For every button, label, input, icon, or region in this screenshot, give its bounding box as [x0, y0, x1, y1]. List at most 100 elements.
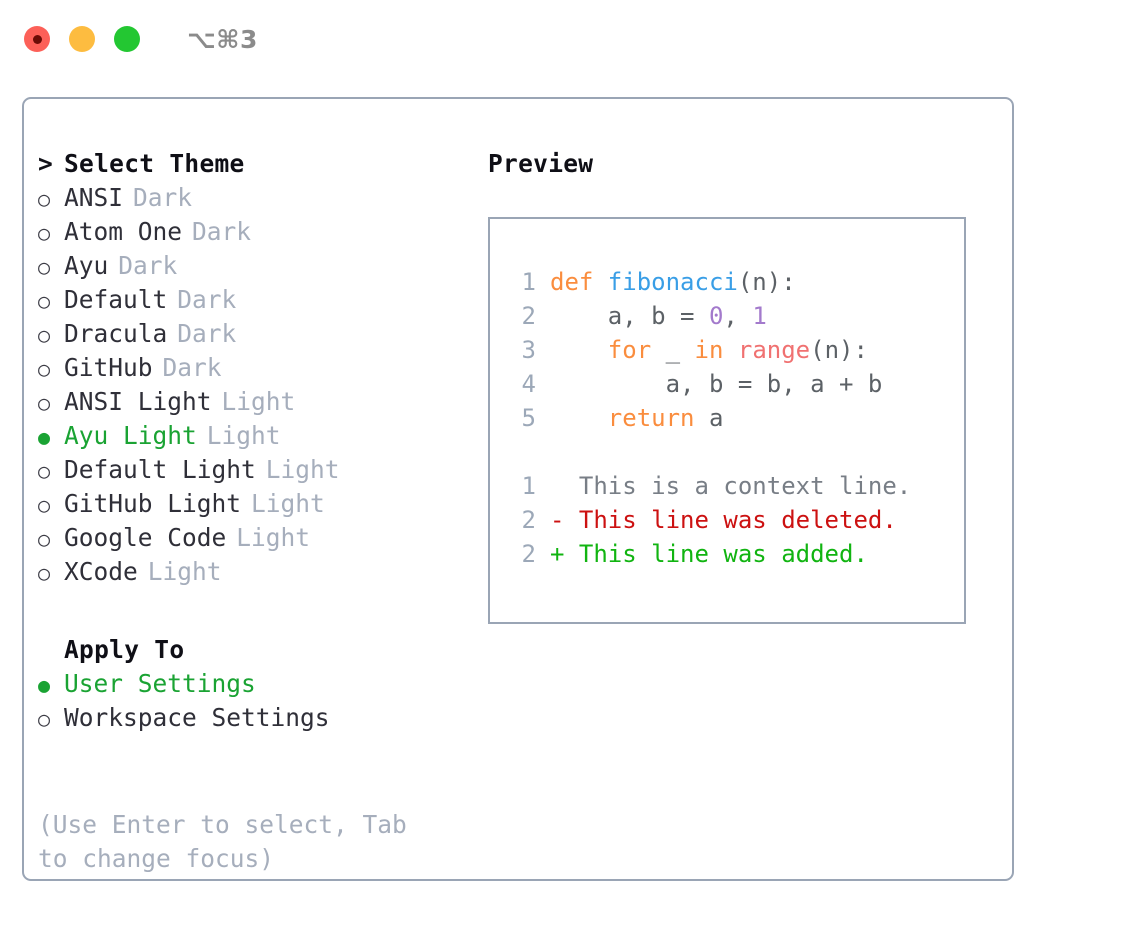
- theme-option-ayu-light[interactable]: ● Ayu Light Light: [38, 419, 478, 453]
- theme-option-label: Dracula: [64, 319, 168, 348]
- radio-unselected-icon[interactable]: ○: [38, 255, 51, 279]
- theme-option-github[interactable]: ○ GitHub Dark: [38, 351, 478, 385]
- radio-unselected-icon[interactable]: ○: [38, 221, 51, 245]
- code-token-pl: a: [694, 404, 724, 432]
- code-token-pl: _: [651, 336, 695, 364]
- window-titlebar: ⌥⌘3: [0, 0, 1140, 78]
- theme-variant-tag: Light: [236, 523, 311, 552]
- theme-variant-tag: Light: [251, 489, 325, 518]
- diff-spacer: [506, 435, 964, 469]
- diff-line-text: This line was added.: [578, 540, 868, 568]
- theme-option-dracula[interactable]: ○ Dracula Dark: [38, 317, 478, 351]
- theme-variant-tag: Dark: [162, 353, 222, 382]
- radio-unselected-icon[interactable]: ○: [38, 561, 51, 585]
- diff-line-text: This line was deleted.: [578, 506, 897, 534]
- line-number: 4: [521, 370, 536, 398]
- theme-option-label: Ayu: [64, 251, 109, 280]
- diff-gap: [564, 469, 578, 503]
- theme-variant-tag: Dark: [177, 285, 237, 314]
- radio-unselected-icon[interactable]: ○: [38, 707, 51, 731]
- radio-unselected-icon[interactable]: ○: [38, 493, 51, 517]
- theme-option-label: Atom One: [64, 217, 183, 246]
- maximize-button[interactable]: [114, 26, 140, 52]
- theme-variant-tag: Light: [206, 421, 281, 450]
- apply-to-option-label: Workspace Settings: [64, 703, 330, 732]
- radio-unselected-icon[interactable]: ○: [38, 289, 51, 313]
- theme-option-label: Default Light: [64, 455, 256, 484]
- code-line: 4 a, b = b, a + b: [506, 367, 964, 401]
- code-token-pl: a, b = b, a + b: [550, 370, 883, 398]
- theme-option-label: Ayu Light: [64, 421, 197, 450]
- line-number: 3: [521, 336, 536, 364]
- code-line: 3 for _ in range(n):: [506, 333, 964, 367]
- code-token-pl: (n):: [737, 268, 796, 296]
- code-token-pl: [550, 336, 608, 364]
- radio-unselected-icon[interactable]: ○: [38, 187, 51, 211]
- radio-unselected-icon[interactable]: ○: [38, 527, 51, 551]
- radio-unselected-icon[interactable]: ○: [38, 323, 51, 347]
- theme-variant-tag: Light: [147, 557, 222, 586]
- theme-option-atom-one[interactable]: ○ Atom One Dark: [38, 215, 478, 249]
- caret-icon: >: [38, 149, 53, 178]
- radio-selected-icon[interactable]: ●: [38, 673, 51, 697]
- apply-to-option-label: User Settings: [64, 669, 256, 698]
- theme-option-github-light[interactable]: ○ GitHub Light Light: [38, 487, 478, 521]
- code-token-pl: ,: [723, 302, 753, 330]
- code-token-fn: fibonacci: [607, 268, 738, 296]
- radio-unselected-icon[interactable]: ○: [38, 357, 51, 381]
- code-line: 5 return a: [506, 401, 964, 435]
- minimize-button[interactable]: [69, 26, 95, 52]
- close-button[interactable]: [24, 26, 50, 52]
- code-line-text: def fibonacci(n):: [550, 265, 796, 299]
- code-line: 1 def fibonacci(n):: [506, 265, 964, 299]
- theme-variant-tag: Light: [265, 455, 340, 484]
- diff-sign: -: [550, 506, 565, 534]
- diff-line-text: This is a context line.: [578, 472, 912, 500]
- diff-sign: [550, 469, 564, 503]
- theme-option-label: ANSI: [64, 183, 124, 212]
- code-token-pl: a, b =: [550, 302, 709, 330]
- blank-marker: ○: [38, 633, 64, 667]
- radio-unselected-icon[interactable]: ○: [38, 391, 51, 415]
- code-token-num: 1: [752, 302, 767, 330]
- theme-option-label: GitHub: [64, 353, 153, 382]
- keyboard-hint: (Use Enter to select, Tab to change focu…: [38, 810, 407, 873]
- line-number: 5: [521, 404, 536, 432]
- theme-variant-tag: Light: [221, 387, 296, 416]
- radio-unselected-icon[interactable]: ○: [38, 459, 51, 483]
- apply-to-option-user-settings[interactable]: ● User Settings: [38, 667, 478, 701]
- theme-variant-tag: Dark: [133, 183, 193, 212]
- diff-line-number: 1: [521, 472, 536, 500]
- line-number: 2: [521, 302, 536, 330]
- theme-option-ansi[interactable]: ○ ANSI Dark: [38, 181, 478, 215]
- diff-line-number: 2: [521, 540, 536, 568]
- theme-option-label: GitHub Light: [64, 489, 242, 518]
- theme-option-default-light[interactable]: ○ Default Light Light: [38, 453, 478, 487]
- line-number: 1: [521, 268, 536, 296]
- code-line-text: for _ in range(n):: [550, 333, 868, 367]
- theme-option-ayu[interactable]: ○ Ayu Dark: [38, 249, 478, 283]
- theme-variant-tag: Dark: [192, 217, 252, 246]
- radio-selected-icon[interactable]: ●: [38, 425, 51, 449]
- code-line-text: a, b = 0, 1: [550, 299, 767, 333]
- theme-list-header: > Select Theme: [38, 147, 478, 181]
- theme-variant-tag: Dark: [177, 319, 237, 348]
- code-token-pl: [723, 336, 737, 364]
- diff-line: 1 This is a context line.: [506, 469, 964, 503]
- apply-to-title: Apply To: [64, 635, 185, 664]
- diff-gap: [564, 503, 578, 537]
- theme-variant-tag: Dark: [118, 251, 178, 280]
- apply-to-option-workspace-settings[interactable]: ○ Workspace Settings: [38, 701, 478, 735]
- code-token-num: 0: [708, 302, 724, 330]
